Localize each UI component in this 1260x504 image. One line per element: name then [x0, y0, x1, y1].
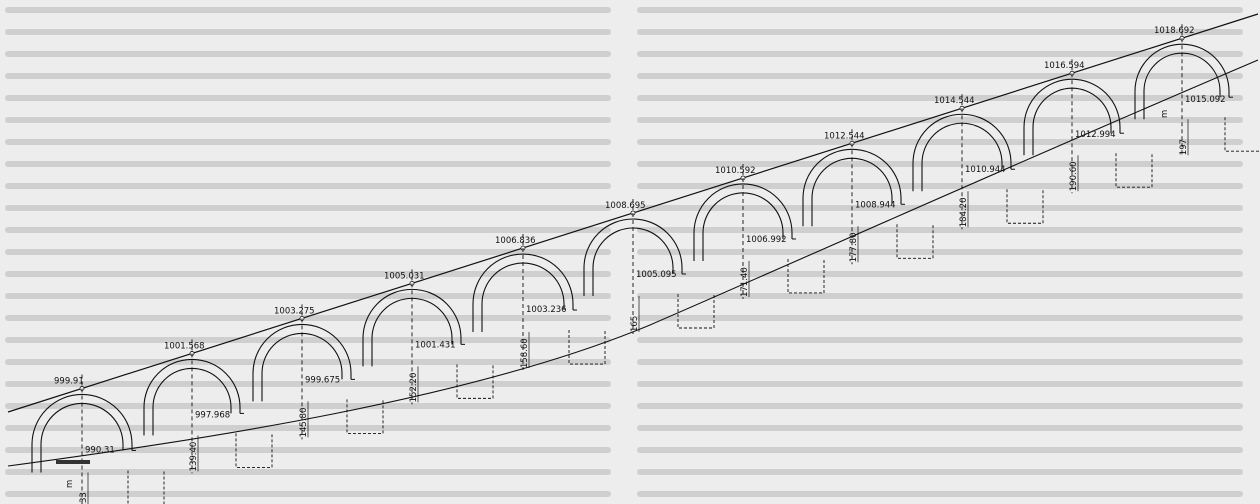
arch-outer — [252, 323, 352, 402]
arch-outer — [802, 148, 902, 227]
crest-elevation-label: 1006.836 — [495, 236, 536, 246]
crest-elevation-label: 1016.594 — [1044, 61, 1085, 71]
background-text — [5, 7, 1243, 497]
foundation-block — [127, 470, 165, 504]
chainage-label: 152.20 — [409, 373, 419, 403]
crest-elevation-label: 1018.692 — [1154, 26, 1195, 36]
chainage-label: 184.20 — [959, 197, 969, 227]
springing-elevation-label: 990.31 — [85, 445, 115, 455]
springing-elevation-label: 1015.092 — [1185, 95, 1226, 105]
arch-outer — [362, 288, 462, 367]
arch-bay: 1012.544 1008.944 177.80 — [802, 129, 934, 265]
springing-elevation-label: 1008.944 — [855, 200, 896, 210]
crest-elevation-label: 1001.568 — [164, 341, 205, 351]
crest-elevation-label: 999.91 — [54, 376, 84, 386]
crest-elevation-label: 1005.031 — [384, 271, 425, 281]
foundation-block — [1224, 117, 1260, 152]
foundation-block — [1115, 153, 1153, 188]
chainage-label: 165 — [630, 316, 640, 332]
springing-elevation-label: 1003.236 — [526, 305, 567, 315]
springing-elevation-label: 1006.992 — [746, 235, 787, 245]
base-slab — [56, 460, 90, 464]
arch-outer — [143, 358, 241, 436]
arch-bay: 1014.544 1010.944 184.20 — [912, 94, 1044, 230]
crest-elevation-label: 1008.695 — [605, 201, 646, 211]
chainage-label: 145.80 — [299, 408, 309, 438]
foundation-block — [677, 294, 715, 329]
arch-bay: 1003.275 999.675 145.80 — [252, 304, 384, 440]
chainage-label: 133 — [79, 492, 89, 504]
arch-outer — [31, 393, 133, 473]
foundation-block — [346, 399, 384, 434]
foundation-block — [235, 433, 273, 468]
springing-elevation-label: 1001.431 — [415, 340, 456, 350]
arch-bays: 999.91 990.31 133 1001.568 997.968 139.40 1003… — [31, 24, 1260, 504]
arch-outer — [912, 113, 1012, 192]
arch-outer — [693, 183, 793, 261]
arch-bay: 1018.692 1015.092 197 — [1134, 24, 1260, 158]
arch-outer — [472, 253, 574, 333]
crest-elevation-label: 1012.544 — [824, 131, 865, 141]
springing-elevation-label: 1005.095 — [636, 270, 677, 280]
foundation-block — [568, 330, 606, 365]
unit-label-end: m — [1160, 110, 1170, 118]
arch-bay: 999.91 990.31 133 — [31, 374, 165, 504]
chainage-label: 190.60 — [1069, 161, 1079, 191]
springing-elevation-label: 999.675 — [305, 375, 340, 385]
crest-elevation-label: 1010.592 — [715, 166, 756, 176]
arch-bay: 1008.695 1005.095 165 — [583, 199, 715, 334]
ground-profile — [7, 59, 1259, 467]
foundation-block — [1006, 189, 1044, 224]
chainage-label: 177.80 — [849, 233, 859, 263]
chainage-label: 158.60 — [520, 338, 530, 368]
arch-outer — [583, 218, 683, 296]
chainage-label: 171.40 — [740, 267, 750, 297]
foundation-block — [896, 224, 934, 259]
chainage-label: 197 — [1179, 139, 1189, 155]
crest-elevation-label: 1003.275 — [274, 306, 315, 316]
arch-bay: 1010.592 1006.992 171.40 — [693, 163, 825, 299]
chainage-label: 139.40 — [189, 442, 199, 472]
unit-label-start: m — [65, 480, 75, 488]
arch-bay: 1005.031 1001.431 152.20 — [362, 269, 494, 405]
arch-outer — [1023, 78, 1121, 156]
foundation-block — [787, 258, 825, 294]
arch-bay: 1001.568 997.968 139.40 — [143, 339, 273, 474]
springing-elevation-label: 1010.944 — [965, 165, 1006, 175]
arch-bay: 1016.594 1012.994 190.60 — [1023, 59, 1153, 194]
foundation-block — [456, 364, 494, 399]
arch-outer — [1134, 43, 1230, 120]
crest-elevation-label: 1014.544 — [934, 96, 975, 106]
springing-elevation-label: 997.968 — [195, 410, 230, 420]
arch-bay: 1006.836 1003.236 158.60 — [472, 234, 606, 371]
springing-elevation-label: 1012.994 — [1075, 130, 1116, 140]
